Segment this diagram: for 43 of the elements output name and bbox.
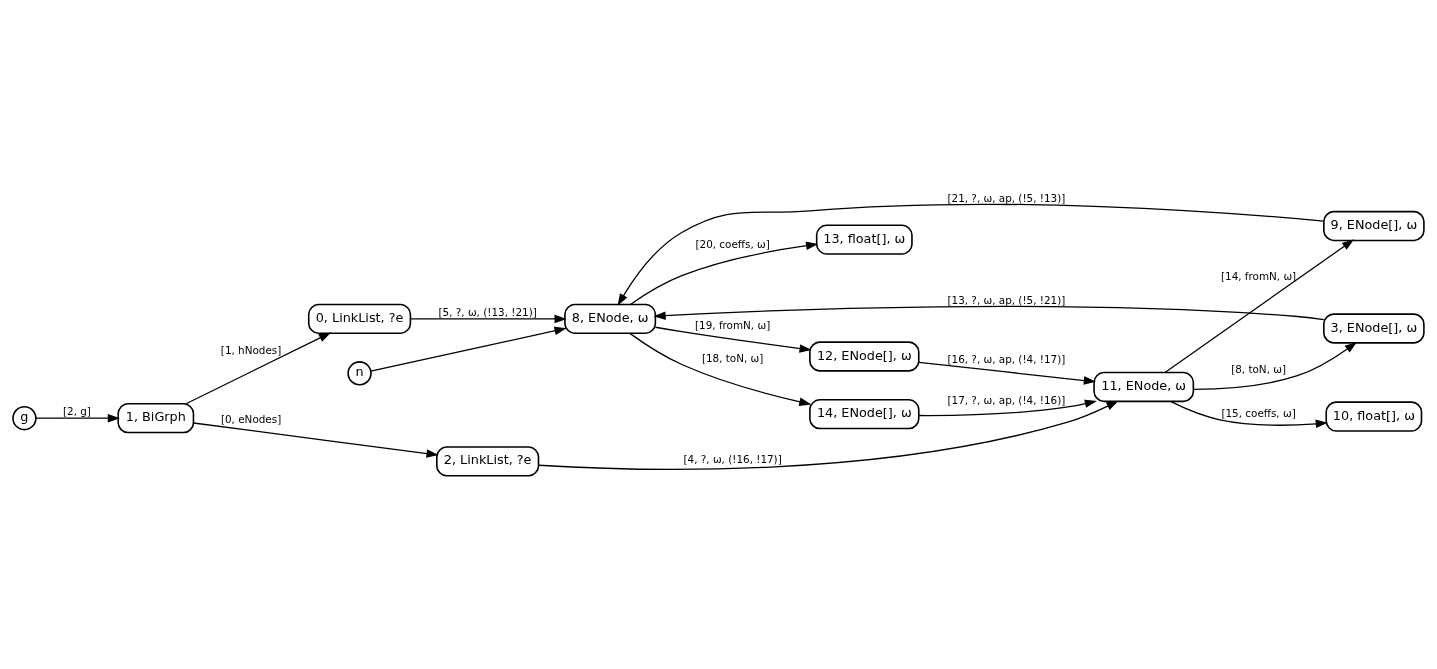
arrow xyxy=(1164,239,1355,374)
arrow xyxy=(185,332,332,405)
edge-label: [21, ?, ω, ap, (!5, !13)] xyxy=(947,191,1066,204)
arrow xyxy=(1192,341,1357,390)
node-box: 1, BiGrph xyxy=(117,402,195,434)
arrow xyxy=(653,305,1325,321)
edge-label: [15, coeffs, ω] xyxy=(1221,406,1296,419)
arrow xyxy=(918,361,1096,385)
node-box: 10, float[], ω xyxy=(1325,401,1423,432)
arrow xyxy=(629,241,819,306)
arrow xyxy=(617,203,1325,306)
arrow xyxy=(35,413,120,423)
edge-label: [2, g] xyxy=(63,405,91,418)
edge-label: [14, fromN, ω] xyxy=(1220,269,1297,282)
node-box: 3, ENode[], ω xyxy=(1323,313,1425,344)
edge-label: [5, ?, ω, (!13, !21)] xyxy=(438,306,537,319)
arrow xyxy=(370,326,567,372)
arrow xyxy=(409,314,567,324)
arrow xyxy=(918,399,1097,417)
node-box: 0, LinkList, ?e xyxy=(307,303,412,335)
edge-label: [16, ?, ω, ap, (!4, !17)] xyxy=(947,353,1066,366)
node-box: 2, LinkList, ?e xyxy=(436,446,540,477)
arrow xyxy=(192,422,439,458)
edge-label: [0, eNodes] xyxy=(220,413,282,426)
edge-label: [8, toN, ω] xyxy=(1231,362,1287,375)
node-circle: g xyxy=(12,405,37,431)
edge-label: [17, ?, ω, ap, (!4, !16)] xyxy=(947,394,1066,407)
arrow xyxy=(1169,400,1328,429)
edge-label: [4, ?, ω, (!16, !17)] xyxy=(683,453,782,466)
node-box: 13, float[], ω xyxy=(815,224,913,255)
edge-label: [20, coeffs, ω] xyxy=(695,237,770,250)
node-box: 12, ENode[], ω xyxy=(809,341,920,372)
node-box: 8, ENode, ω xyxy=(564,303,657,335)
node-box: 9, ENode[], ω xyxy=(1323,210,1425,242)
edge-label: [13, ?, ω, ap, (!5, !21)] xyxy=(947,294,1066,306)
node-box: 11, ENode, ω xyxy=(1093,371,1195,403)
edge-label: [1, hNodes] xyxy=(220,344,282,357)
arrow xyxy=(654,326,812,353)
node-box: 14, ENode[], ω xyxy=(809,398,920,430)
node-circle: n xyxy=(347,361,372,386)
arrow xyxy=(629,332,812,406)
edge-label: [18, toN, ω] xyxy=(701,351,764,364)
edge-label: [19, fromN, ω] xyxy=(695,318,771,331)
